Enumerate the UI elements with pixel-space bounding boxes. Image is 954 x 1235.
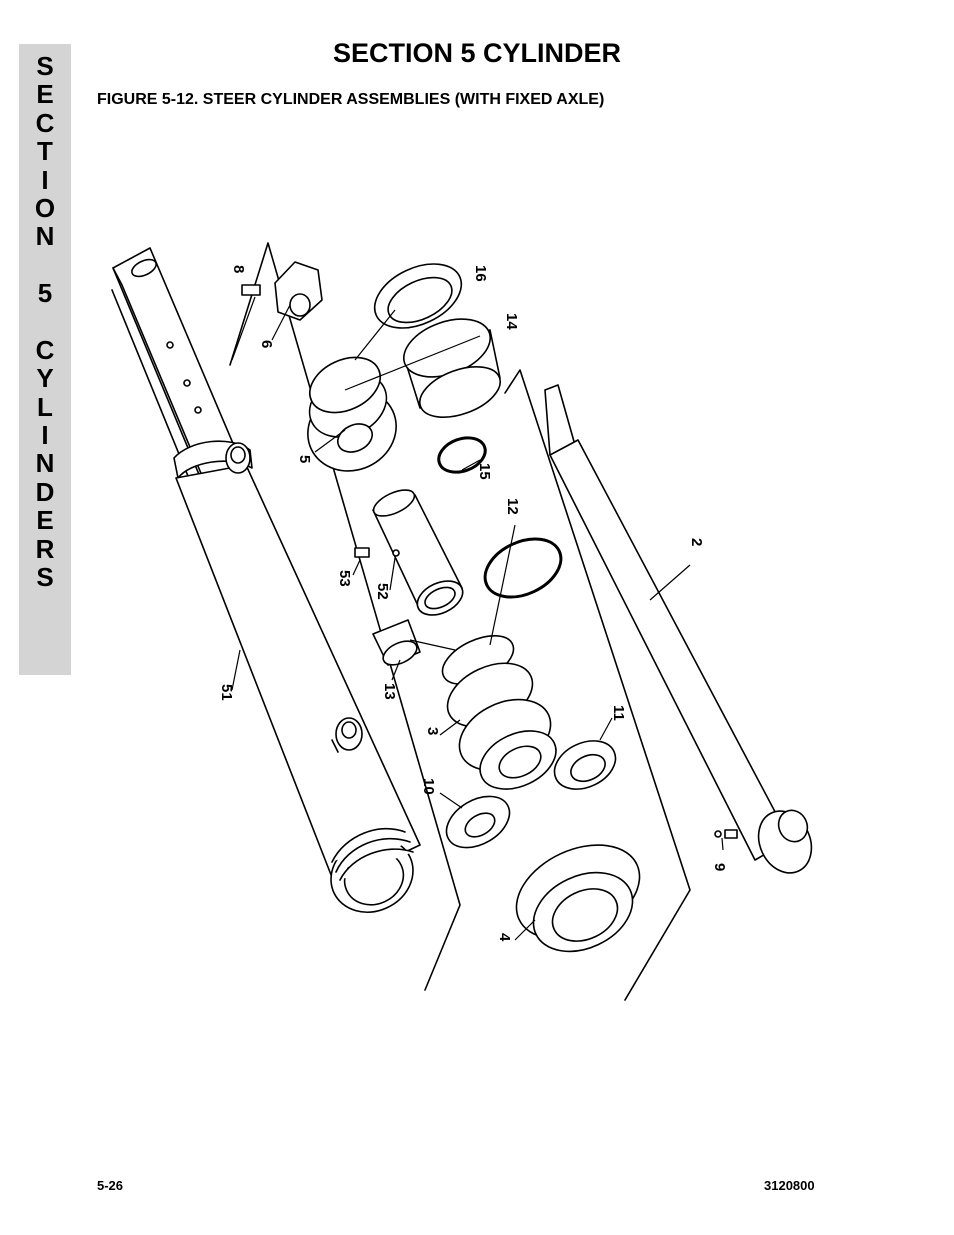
side-tab-letter: N [35, 221, 55, 252]
side-tab-letter: I [41, 164, 49, 195]
o-ring-15 [437, 436, 487, 474]
callout-8: 8 [230, 265, 247, 273]
callout-13: 13 [381, 683, 398, 700]
rod-part [544, 384, 813, 874]
barrel-part [111, 247, 421, 913]
o-ring-12 [483, 537, 563, 599]
piston-part [441, 634, 557, 790]
callout-52: 52 [374, 583, 391, 600]
callout-11: 11 [610, 705, 627, 721]
grease-fitting-9 [714, 829, 738, 839]
spacer-part [372, 489, 464, 616]
side-tab-letter: D [35, 476, 55, 507]
callout-16: 16 [472, 265, 489, 282]
side-tab-letter: C [35, 334, 55, 365]
side-tab-letter: S [36, 562, 54, 593]
side-tab-letter: L [37, 391, 53, 422]
bushing-part [372, 619, 421, 666]
callout-15: 15 [476, 463, 493, 480]
callout-3: 3 [424, 727, 441, 735]
figure-title: FIGURE 5-12. STEER CYLINDER ASSEMBLIES (… [97, 91, 605, 108]
gland-part [307, 356, 397, 472]
nut-part [445, 795, 511, 849]
spacer-11-part [553, 740, 617, 790]
side-tab-letter: Y [36, 363, 54, 394]
side-tab-letter: T [37, 136, 53, 167]
callout-51: 51 [218, 684, 235, 701]
steer-cylinder-exploded-diagram: 8 16 14 6 5 15 12 2 53 52 13 51 3 11 10 … [111, 242, 813, 1001]
callout-12: 12 [504, 498, 521, 515]
callout-53: 53 [336, 570, 353, 587]
page-number: 5-26 [97, 1178, 124, 1193]
set-screw-53 [354, 547, 400, 558]
callout-14: 14 [503, 313, 520, 330]
callout-10: 10 [420, 778, 437, 795]
side-tab-letter: S [36, 51, 54, 81]
side-tab-letter [41, 251, 48, 279]
fitting-6-8 [241, 261, 323, 321]
side-tab-letter [41, 308, 48, 336]
side-tab-letter: R [35, 533, 55, 564]
callout-9: 9 [711, 863, 728, 871]
document-number: 3120800 [764, 1178, 815, 1193]
head-part [515, 844, 641, 953]
wiper-part [373, 263, 463, 329]
side-tab-letter: N [35, 448, 55, 479]
callout-5: 5 [296, 455, 313, 463]
callout-6: 6 [258, 340, 275, 348]
side-tab-letter: E [36, 505, 54, 536]
side-tab-letter: 5 [37, 278, 53, 309]
callout-4: 4 [496, 933, 513, 942]
side-tab-letter: C [35, 107, 55, 138]
callout-2: 2 [688, 538, 705, 546]
side-tab-letter: O [34, 192, 56, 223]
wear-ring-part [402, 318, 501, 418]
side-tab-letter: E [36, 79, 54, 110]
section-title: SECTION 5 CYLINDER [332, 38, 622, 68]
side-tab-letter: I [41, 420, 49, 451]
